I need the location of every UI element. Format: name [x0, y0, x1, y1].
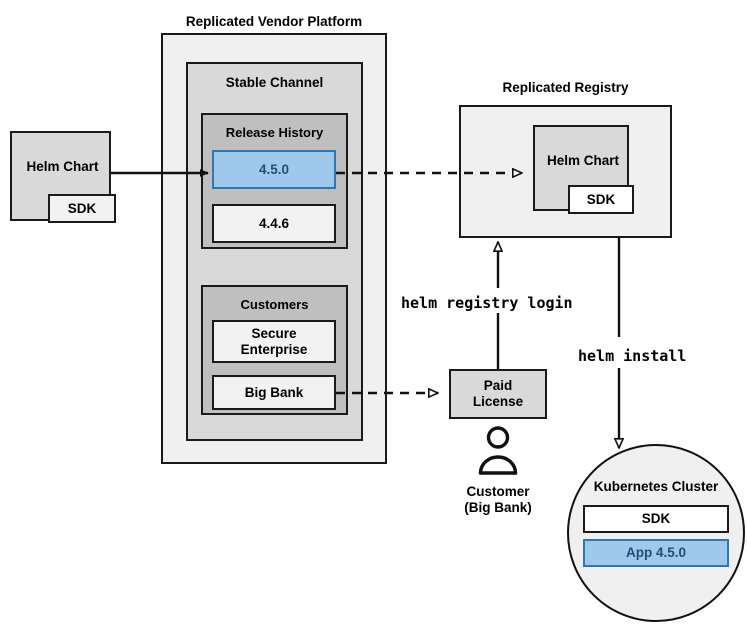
paid-license-box: Paid License: [449, 369, 547, 419]
source-sdk-label: SDK: [67, 200, 97, 216]
release-item-label: 4.5.0: [258, 161, 290, 177]
platform-title: Replicated Vendor Platform: [185, 14, 363, 29]
kubernetes-cluster-title: Kubernetes Cluster: [593, 479, 719, 494]
command-helm-install: helm install: [578, 347, 687, 365]
registry-sdk-label: SDK: [586, 191, 616, 207]
kubernetes-cluster-circle: Kubernetes Cluster: [567, 444, 745, 622]
registry-title: Replicated Registry: [502, 80, 629, 95]
customer-item-label: Big Bank: [244, 384, 304, 400]
person-icon: [478, 426, 518, 475]
cluster-component-app: App 4.5.0: [583, 539, 729, 567]
cluster-component-label: App 4.5.0: [625, 545, 687, 561]
release-item-4-4-6[interactable]: 4.4.6: [212, 204, 336, 243]
customer-item-big-bank[interactable]: Big Bank: [212, 375, 336, 410]
customer-caption: Customer (Big Bank): [464, 484, 532, 516]
customer-item-label: Secure Enterprise: [240, 325, 308, 357]
customers-title: Customers: [240, 297, 309, 312]
stable-channel-title: Stable Channel: [225, 75, 324, 90]
registry-helm-chart-label: Helm Chart: [546, 153, 619, 169]
registry-sdk-box: SDK: [568, 185, 634, 214]
release-item-label: 4.4.6: [258, 215, 290, 231]
source-helm-chart-label: Helm Chart: [26, 159, 99, 175]
cluster-component-sdk: SDK: [583, 505, 729, 533]
release-item-4-5-0[interactable]: 4.5.0: [212, 150, 336, 189]
customer-item-secure-enterprise[interactable]: Secure Enterprise: [212, 320, 336, 363]
command-registry-login: helm registry login: [401, 294, 573, 312]
source-sdk-box: SDK: [48, 194, 116, 223]
release-history-title: Release History: [225, 125, 324, 140]
cluster-component-label: SDK: [641, 511, 671, 527]
customer-avatar: [472, 426, 524, 476]
paid-license-label: Paid License: [472, 378, 524, 409]
